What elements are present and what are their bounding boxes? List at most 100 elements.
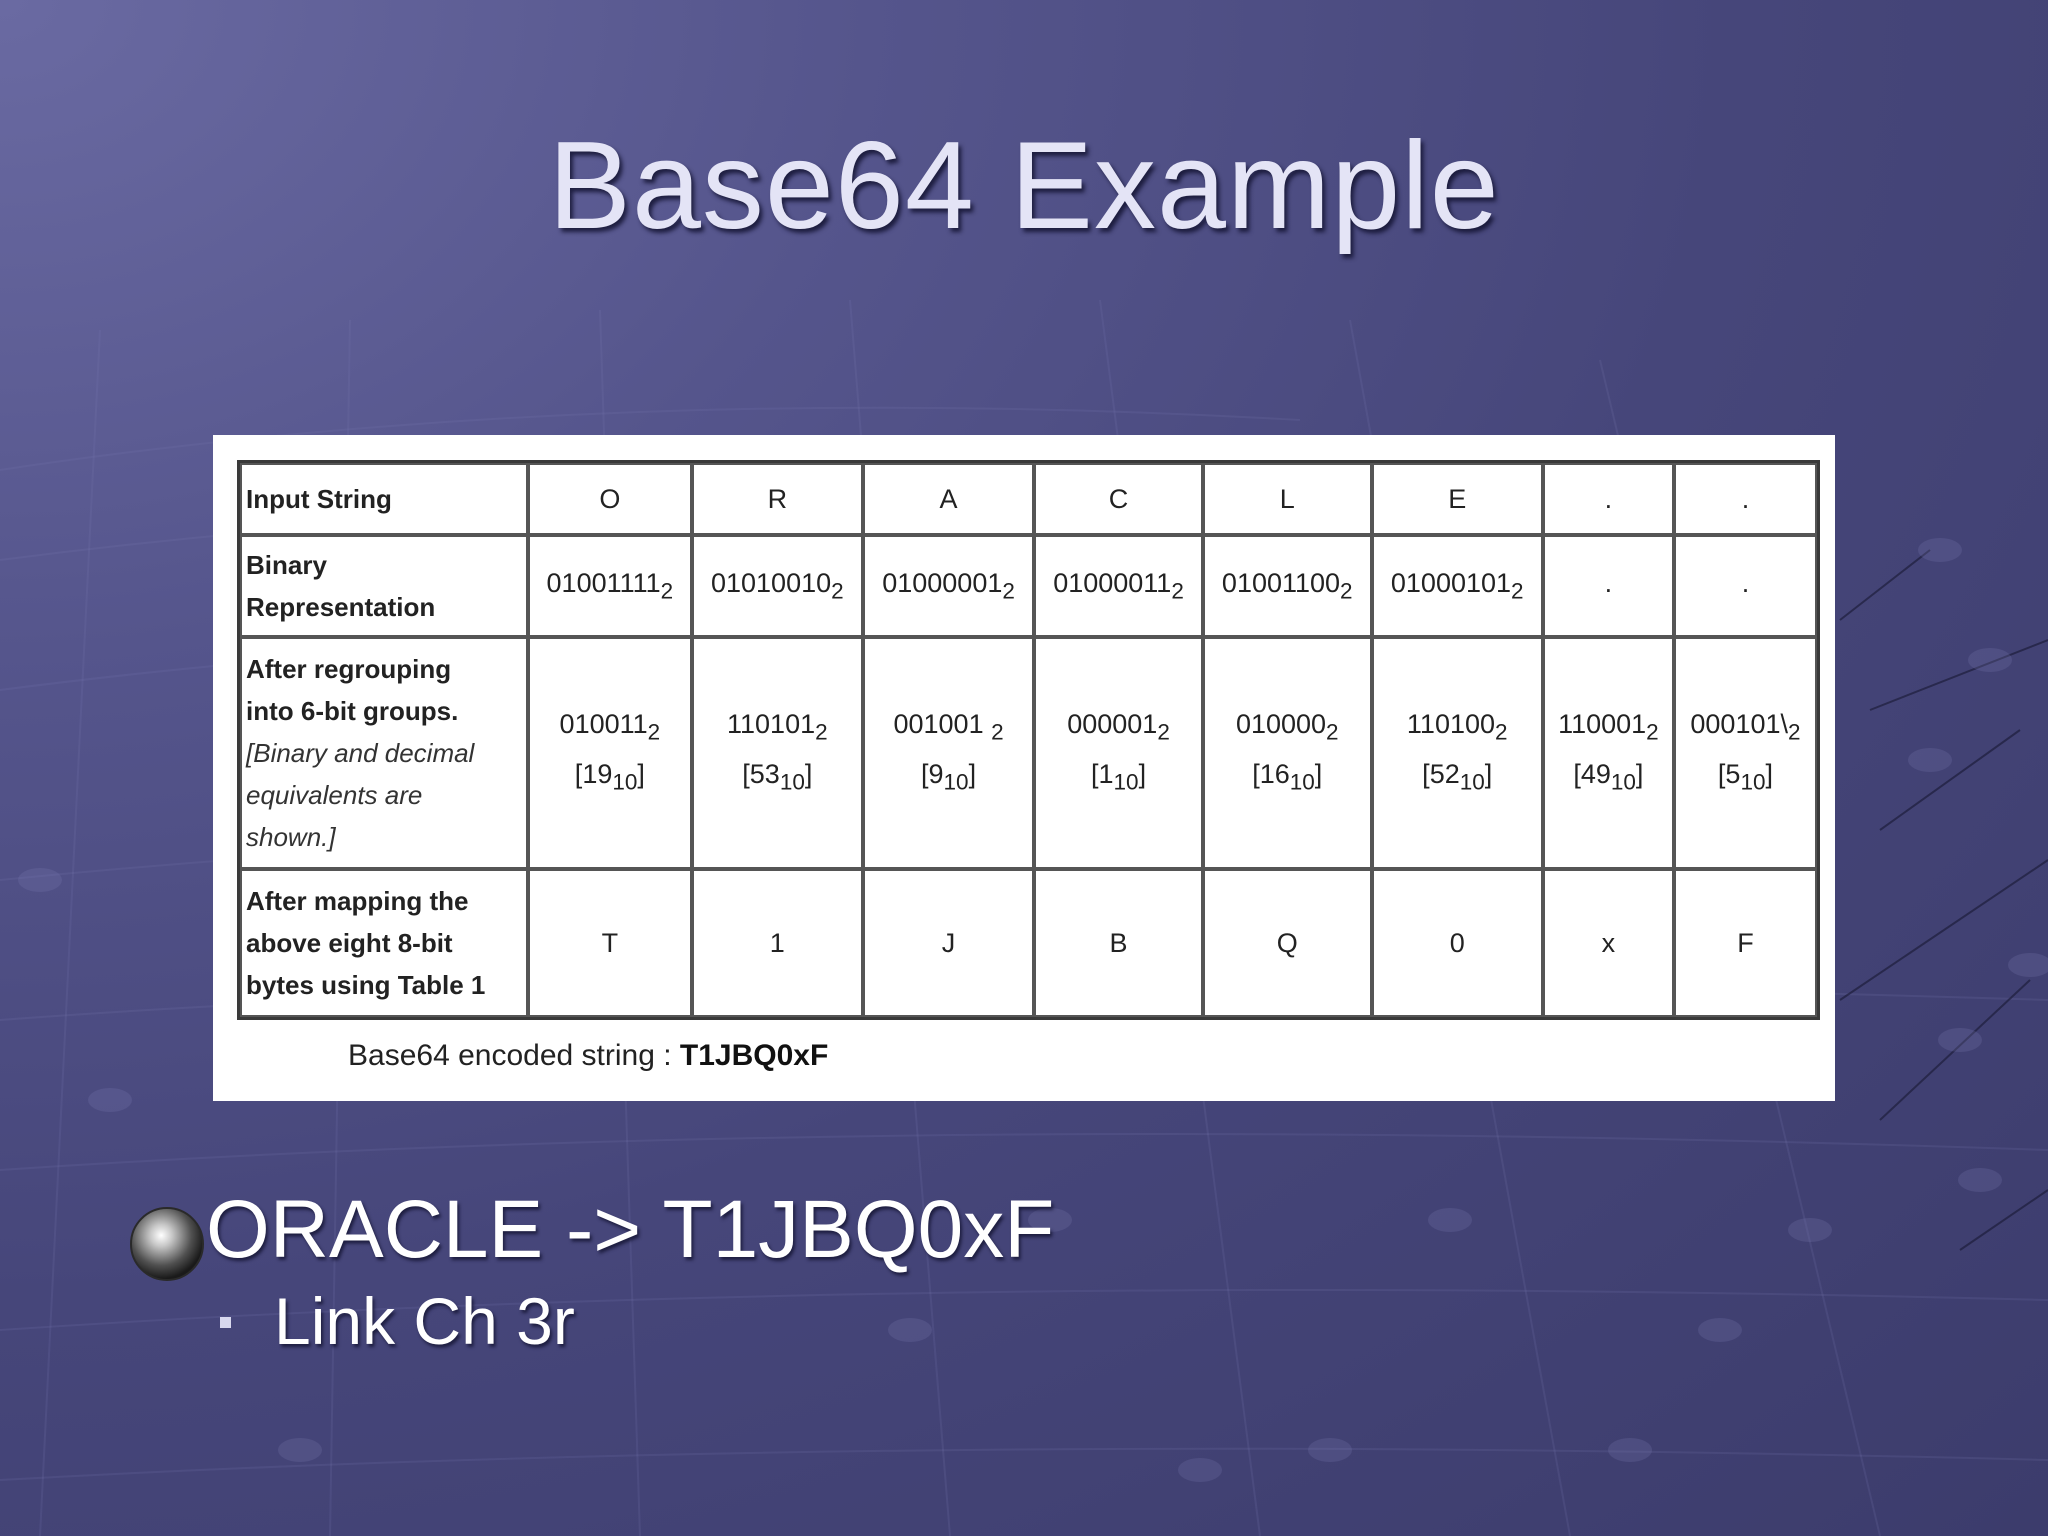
regroup-binary-value: 110101 xyxy=(727,708,816,739)
regroup-binary-value: 000001 xyxy=(1067,708,1158,739)
input-char-cell: O xyxy=(528,463,692,535)
regroup-binary: 0000012 xyxy=(1036,703,1201,753)
table-row-binary: Binary Representation 010011112 01010010… xyxy=(240,535,1817,637)
regroup-binary-base: 2 xyxy=(991,719,1004,744)
input-char-cell: L xyxy=(1202,463,1372,535)
regroup-binary-base: 2 xyxy=(1495,719,1508,744)
regroup-cell: 000101\2 [510] xyxy=(1673,637,1817,869)
regroup-cell: 1101012 [5310] xyxy=(691,637,863,869)
row-header-line: Representation xyxy=(246,592,436,622)
regroup-decimal-value: 49 xyxy=(1580,759,1611,789)
regroup-decimal-value: 5 xyxy=(1725,759,1741,789)
binary-value: 01001100 xyxy=(1221,567,1341,598)
row-header-line: After mapping the xyxy=(246,886,469,916)
binary-cell: 010011112 xyxy=(528,535,692,637)
bullet-main-text: ORACLE -> T1JBQ0xF xyxy=(206,1184,1055,1275)
regroup-decimal: [110] xyxy=(1090,759,1147,795)
regroup-decimal: [4910] xyxy=(1573,759,1644,795)
sphere-bullet-icon xyxy=(130,1207,204,1281)
regroup-decimal: [1910] xyxy=(574,759,645,795)
regroup-decimal: [910] xyxy=(921,759,977,795)
base64-table: Input String O R A C L E . . Binary Repr… xyxy=(237,460,1820,1020)
row-header-line: above eight 8-bit xyxy=(246,928,453,958)
input-char-cell: A xyxy=(862,463,1035,535)
regroup-cell: 0100002 [1610] xyxy=(1202,637,1372,869)
binary-cell: . xyxy=(1673,535,1817,637)
bullet-sub-text: Link Ch 3r xyxy=(274,1284,575,1358)
input-char-cell: . xyxy=(1542,463,1674,535)
regroup-binary: 001001 2 xyxy=(865,703,1032,753)
row-header-line: bytes using Table 1 xyxy=(246,970,486,1000)
regroup-binary-base: 2 xyxy=(1157,719,1170,744)
binary-value: 01000011 xyxy=(1053,567,1172,598)
regroup-binary-base: 2 xyxy=(647,719,661,744)
regroup-decimal-base: 10 xyxy=(1740,769,1766,795)
binary-cell: . xyxy=(1542,535,1674,637)
row-header-line: After regrouping xyxy=(246,654,452,684)
binary-cell: 010000012 xyxy=(862,535,1035,637)
row-header-binary: Binary Representation xyxy=(240,535,528,637)
row-header-regrouping: After regrouping into 6-bit groups. [Bin… xyxy=(240,637,528,869)
mapped-char-cell: Q xyxy=(1202,869,1372,1017)
caption-label: Base64 encoded string : xyxy=(348,1039,680,1072)
regroup-decimal-base: 10 xyxy=(943,769,969,795)
binary-value: 01000001 xyxy=(882,567,1003,598)
regroup-binary-value: 000101\ xyxy=(1690,708,1788,739)
input-char-cell: R xyxy=(691,463,863,535)
binary-base: 2 xyxy=(1002,578,1015,604)
base64-figure: Input String O R A C L E . . Binary Repr… xyxy=(213,435,1835,1101)
binary-base: 2 xyxy=(1340,578,1353,604)
table-row-input-string: Input String O R A C L E . . xyxy=(240,463,1817,535)
row-header-line: into 6-bit groups. xyxy=(246,696,459,726)
binary-value: 01001111 xyxy=(546,567,661,598)
row-header-note-line: [Binary and decimal xyxy=(246,738,475,768)
binary-base: 2 xyxy=(660,578,674,604)
encoded-string-caption: Base64 encoded string : T1JBQ0xF xyxy=(348,1039,828,1073)
mapped-char-cell: T xyxy=(528,869,692,1017)
regroup-binary: 0100112 xyxy=(530,703,690,753)
regroup-cell: 0100112 [1910] xyxy=(528,637,692,869)
binary-base: 2 xyxy=(1511,578,1524,604)
regroup-decimal-base: 10 xyxy=(779,769,805,795)
binary-value: 01000101 xyxy=(1390,567,1512,598)
regroup-binary: 0100002 xyxy=(1205,703,1370,753)
mapped-char-cell: F xyxy=(1673,869,1817,1017)
square-bullet-icon xyxy=(220,1317,231,1328)
regroup-binary: 1100012 xyxy=(1545,703,1672,753)
row-header-line: Binary xyxy=(246,550,327,580)
regroup-cell: 001001 2 [910] xyxy=(862,637,1035,869)
row-header-input-string: Input String xyxy=(240,463,528,535)
binary-base: 2 xyxy=(831,578,844,604)
mapped-char-cell: B xyxy=(1034,869,1203,1017)
regroup-cell: 0000012 [110] xyxy=(1034,637,1203,869)
regroup-cell: 1101002 [5210] xyxy=(1371,637,1543,869)
regroup-binary-value: 110100 xyxy=(1406,708,1496,739)
binary-value: . xyxy=(1741,567,1750,598)
regroup-binary: 1101012 xyxy=(694,703,861,753)
regroup-decimal-value: 53 xyxy=(749,759,780,789)
row-header-note-line: shown.] xyxy=(246,822,336,852)
regroup-decimal: [1610] xyxy=(1252,759,1323,795)
regroup-decimal-base: 10 xyxy=(1610,769,1636,795)
regroup-decimal-base: 10 xyxy=(1289,769,1315,795)
regroup-binary-base: 2 xyxy=(1646,719,1659,744)
row-header-mapping: After mapping the above eight 8-bit byte… xyxy=(240,869,528,1017)
input-char-cell: E xyxy=(1371,463,1543,535)
mapped-char-cell: 1 xyxy=(691,869,863,1017)
regroup-decimal-base: 10 xyxy=(612,769,638,795)
regroup-binary-base: 2 xyxy=(815,719,828,744)
input-char-cell: C xyxy=(1034,463,1203,535)
regroup-binary-base: 2 xyxy=(1788,719,1801,744)
table-row-mapping: After mapping the above eight 8-bit byte… xyxy=(240,869,1817,1017)
regroup-binary-value: 010011 xyxy=(559,708,648,739)
regroup-decimal: [5210] xyxy=(1422,759,1493,795)
binary-value: 01010010 xyxy=(710,567,832,598)
regroup-decimal-value: 1 xyxy=(1098,759,1114,789)
regroup-decimal-value: 19 xyxy=(582,759,613,789)
regroup-cell: 1100012 [4910] xyxy=(1542,637,1674,869)
regroup-binary-value: 010000 xyxy=(1235,708,1327,739)
binary-cell: 010100102 xyxy=(691,535,863,637)
binary-cell: 010011002 xyxy=(1202,535,1372,637)
binary-value: . xyxy=(1604,567,1613,598)
mapped-char-cell: x xyxy=(1542,869,1674,1017)
